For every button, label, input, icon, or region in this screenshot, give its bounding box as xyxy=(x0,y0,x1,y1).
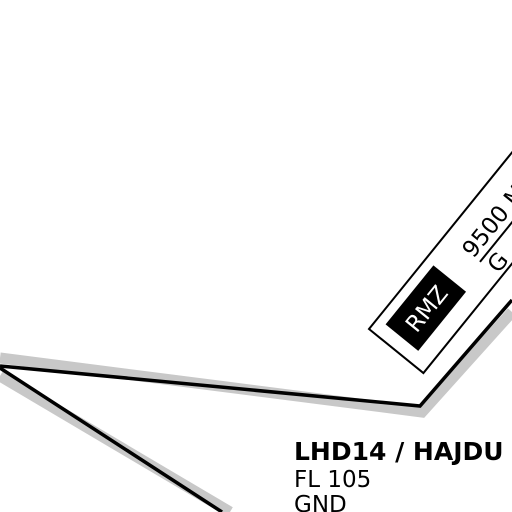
zone-name: LHD14 / HAJDU xyxy=(294,437,504,466)
rmz-badge xyxy=(385,265,467,351)
altitude-divider xyxy=(479,161,512,263)
zone-label: LHD14 / HAJDU FL 105 GND xyxy=(294,437,504,512)
shadow-line-top xyxy=(0,308,512,418)
boundary-line-top xyxy=(0,298,512,408)
boundary-line-diagonal xyxy=(0,366,223,512)
airspace-boundary xyxy=(0,298,512,512)
zone-upper-limit: FL 105 xyxy=(294,467,371,493)
zone-lower-limit: GND xyxy=(294,492,347,512)
airspace-info-box: 9500 M G RMZ xyxy=(367,94,512,375)
